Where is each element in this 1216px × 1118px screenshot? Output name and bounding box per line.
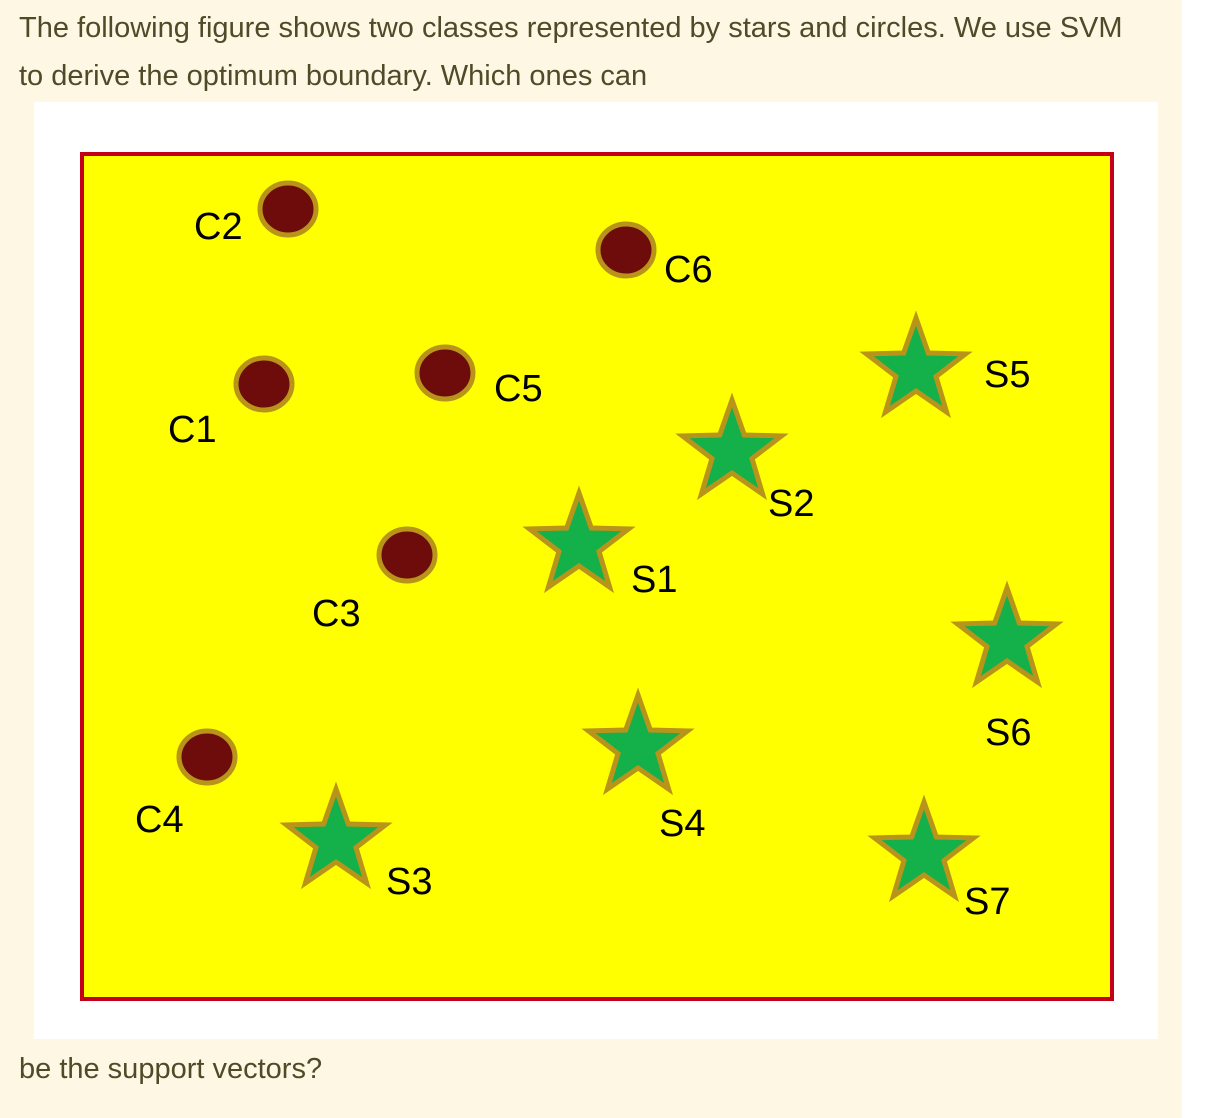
circle-label-c2: C2 [194,206,243,248]
star-label-s1: S1 [631,559,677,601]
star-point-s7 [867,794,981,903]
star-point-s2 [675,392,789,501]
circle-point-c3 [376,526,438,584]
star-point-s4 [581,687,695,796]
circle-label-c5: C5 [494,368,543,410]
star-label-s4: S4 [659,803,705,845]
star-label-s3: S3 [386,861,432,903]
circle-point-c4 [176,728,238,786]
star-label-s7: S7 [964,881,1010,923]
star-label-s5: S5 [984,354,1030,396]
star-point-s6 [950,580,1064,689]
circle-point-c2 [257,180,319,238]
circle-label-c4: C4 [135,799,184,841]
circle-point-c6 [595,221,657,279]
question-text-after: be the support vectors? [19,1053,323,1085]
star-point-s1 [522,485,636,594]
circle-label-c6: C6 [664,249,713,291]
star-point-s5 [859,310,973,419]
circle-point-c5 [414,344,476,402]
star-label-s6: S6 [985,712,1031,754]
circle-point-c1 [233,355,295,413]
star-point-s3 [279,781,393,890]
circle-label-c1: C1 [168,409,217,451]
question-card: The following figure shows two classes r… [0,0,1182,1118]
star-label-s2: S2 [768,483,814,525]
circle-label-c3: C3 [312,593,361,635]
question-text-before: The following figure shows two classes r… [19,12,1123,92]
